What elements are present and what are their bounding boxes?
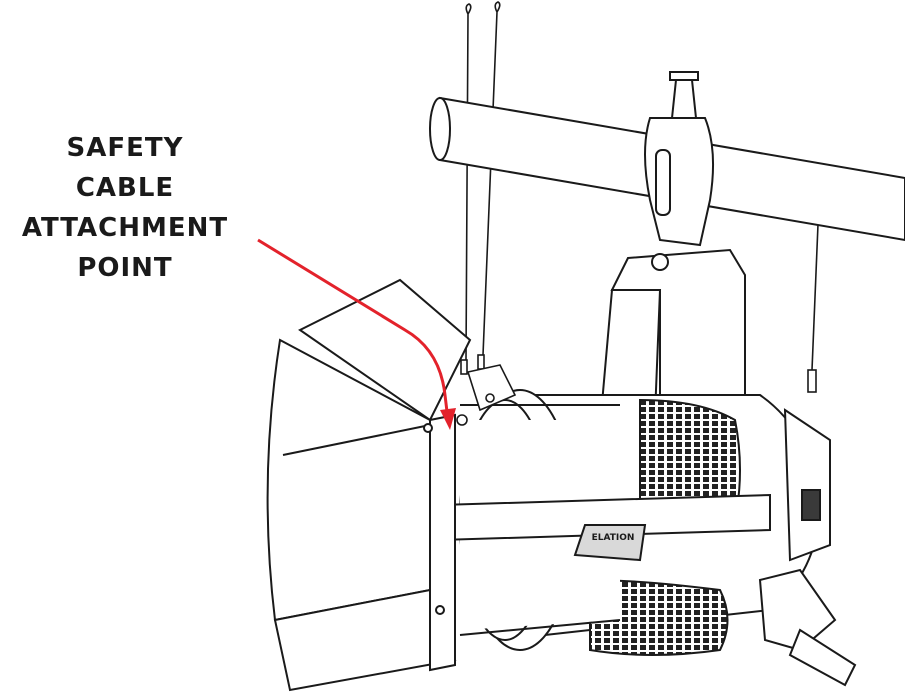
callout-line-2: CABLE: [75, 173, 175, 203]
brand-badge-text: ELATION: [591, 533, 635, 543]
safety-cable-callout: SAFETY CABLE ATTACHMENT POINT: [0, 128, 250, 288]
barn-doors: [266, 278, 472, 692]
rear-panel: [783, 408, 831, 562]
yoke-strap: [439, 493, 771, 562]
callout-line-1: SAFETY: [66, 133, 184, 163]
power-connectors: [758, 568, 857, 687]
brand-badge: ELATION: [585, 533, 641, 543]
callout-arrow: [257, 238, 456, 430]
callout-line-3: ATTACHMENT: [21, 213, 229, 243]
safety-cables: [460, 1, 820, 393]
pipe-clamp: [644, 71, 715, 247]
attachment-point: [456, 364, 517, 426]
callout-line-4: POINT: [77, 253, 173, 283]
